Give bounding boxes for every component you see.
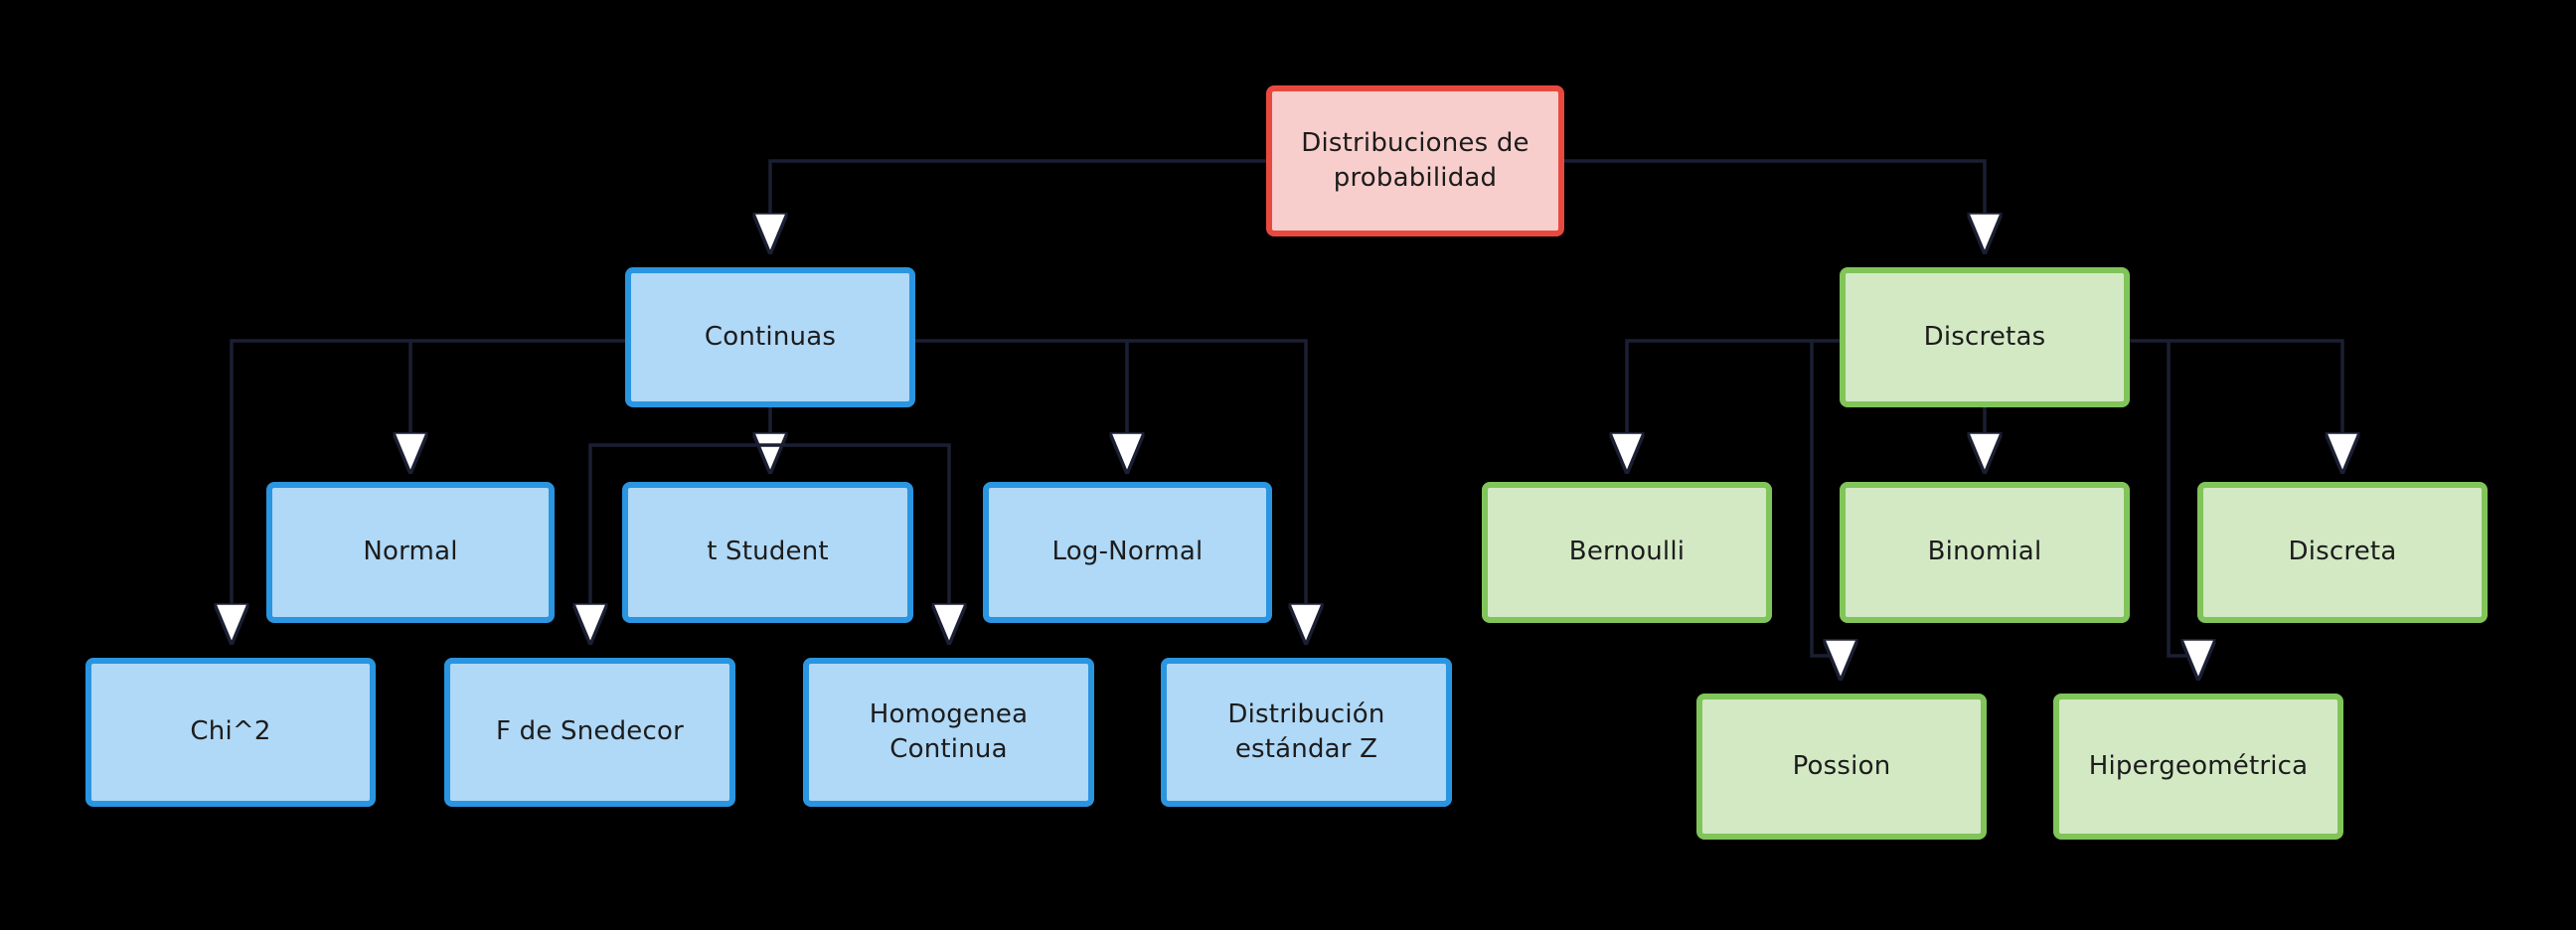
node-label: Continuas — [704, 321, 837, 352]
node-label: Discreta — [2288, 537, 2397, 567]
node-binomial[interactable]: Binomial — [1840, 482, 2130, 623]
node-bernoulli[interactable]: Bernoulli — [1482, 482, 1772, 623]
node-f-de-snedecor[interactable]: F de Snedecor — [444, 658, 735, 807]
node-distribuciones-de-probabilidad[interactable]: Distribuciones de probabilidad — [1266, 85, 1564, 236]
node-discreta[interactable]: Discreta — [2197, 482, 2488, 623]
node-t-student[interactable]: t Student — [622, 482, 913, 623]
node-label: Possion — [1792, 750, 1891, 781]
node-label: Hipergeométrica — [2088, 750, 2309, 781]
node-chi-cuadrado[interactable]: Chi^2 — [85, 658, 376, 807]
node-label: Distribuciones de probabilidad — [1301, 127, 1530, 193]
node-label: Chi^2 — [190, 716, 271, 747]
node-distribucion-estandar-z[interactable]: Distribución estándar Z — [1161, 658, 1452, 807]
node-label: Distribución estándar Z — [1227, 698, 1385, 764]
node-normal[interactable]: Normal — [266, 482, 555, 623]
node-label: Homogenea Continua — [869, 698, 1029, 764]
edge-discretas-hipergeometrica — [2167, 341, 2198, 674]
node-discretas[interactable]: Discretas — [1840, 267, 2130, 407]
edge-discretas-possion — [1810, 341, 1841, 674]
node-label: t Student — [707, 537, 829, 567]
node-label: Discretas — [1923, 321, 2046, 352]
edge-continuas-lognormal — [915, 339, 1127, 467]
node-label: Normal — [363, 537, 458, 567]
node-possion[interactable]: Possion — [1696, 694, 1987, 840]
node-label: Bernoulli — [1568, 537, 1686, 567]
node-label: F de Snedecor — [496, 716, 684, 747]
node-homogenea-continua[interactable]: Homogenea Continua — [803, 658, 1094, 807]
edge-root-continuas — [770, 159, 1266, 247]
node-continuas[interactable]: Continuas — [625, 267, 915, 407]
node-log-normal[interactable]: Log-Normal — [983, 482, 1272, 623]
node-label: Binomial — [1927, 537, 2042, 567]
node-label: Log-Normal — [1051, 537, 1204, 567]
node-hipergeometrica[interactable]: Hipergeométrica — [2053, 694, 2343, 840]
